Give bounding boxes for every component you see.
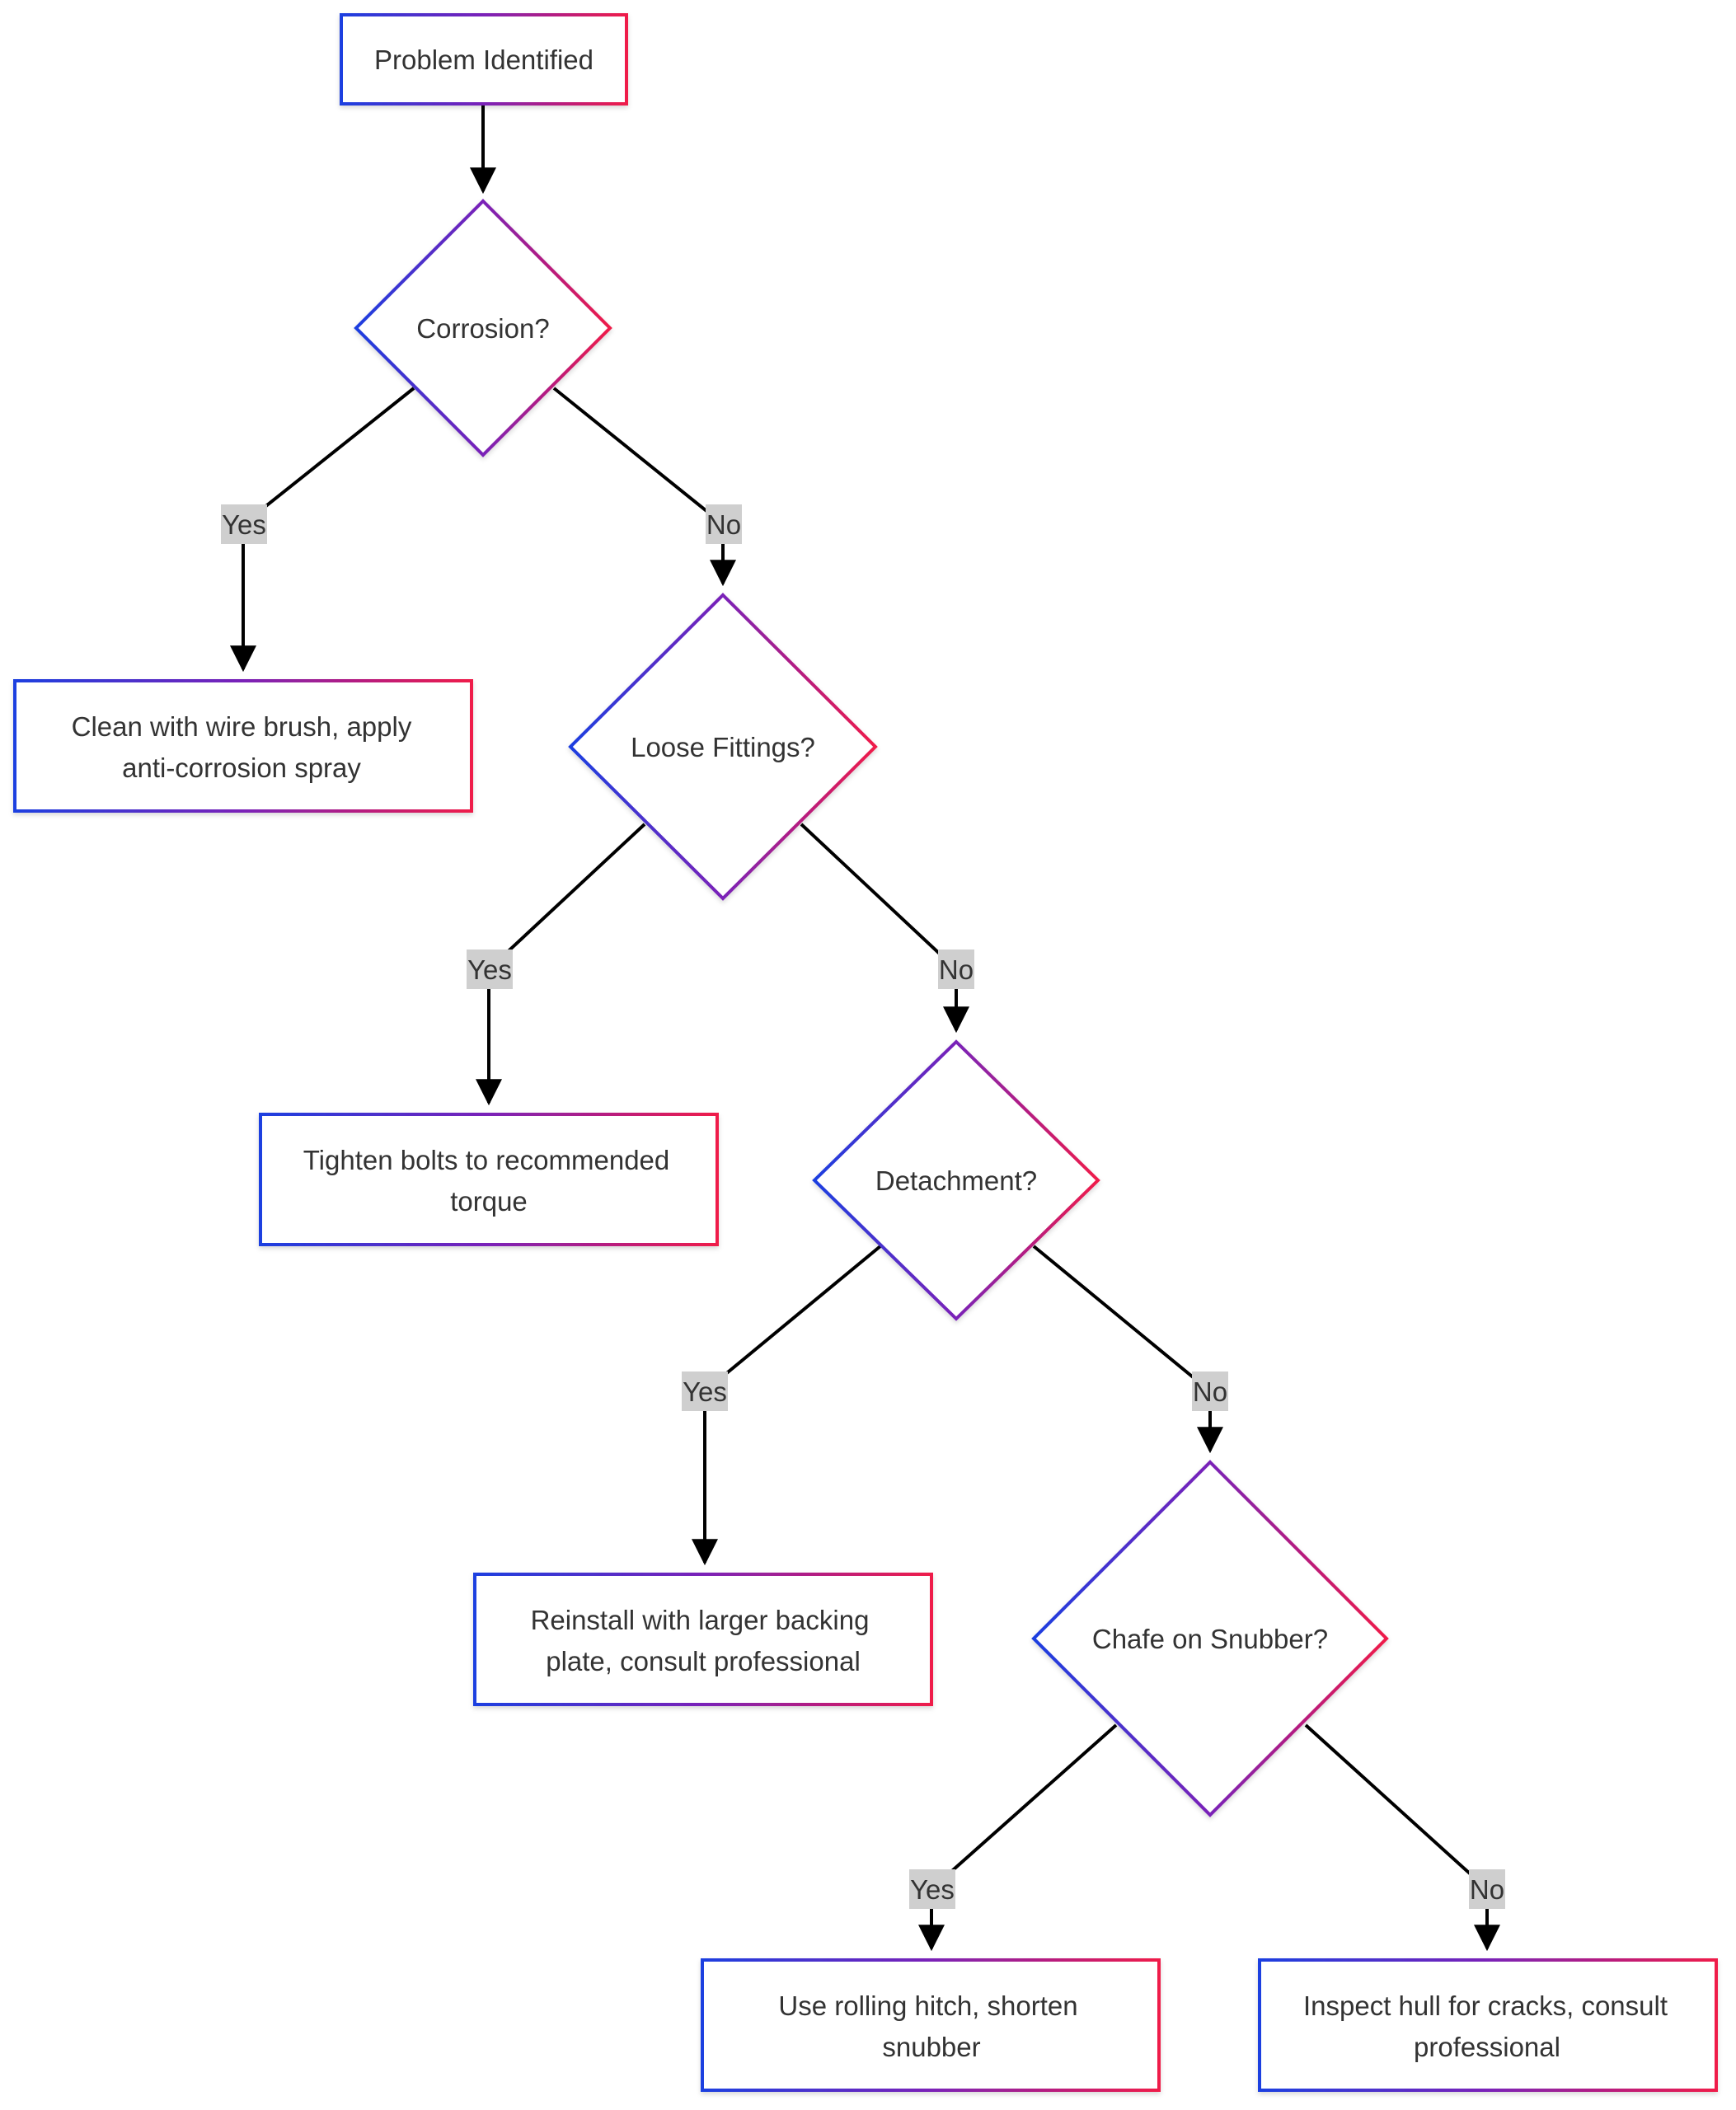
edge-label-chafe-yes: Yes (909, 1869, 955, 1909)
decision-loose-fittings[interactable]: Loose Fittings? (568, 593, 878, 901)
node-problem-identified[interactable]: Problem Identified (340, 13, 628, 106)
edge-label-loose-yes: Yes (467, 950, 513, 989)
action-reinstall[interactable]: Reinstall with larger backing plate, con… (473, 1573, 933, 1706)
action-rolling-hitch[interactable]: Use rolling hitch, shorten snubber (701, 1958, 1161, 2092)
svg-text:No: No (1193, 1376, 1227, 1407)
svg-text:Corrosion?: Corrosion? (416, 313, 549, 344)
svg-text:Yes: Yes (467, 954, 512, 985)
svg-text:Inspect hull for cracks, consu: Inspect hull for cracks, consult (1303, 1990, 1668, 2021)
edge-detach-yes (692, 1245, 882, 1566)
edge-corrosion-yes (230, 387, 415, 673)
svg-text:Yes: Yes (683, 1376, 727, 1407)
edge-label-loose-no: No (938, 950, 974, 989)
svg-text:Tighten bolts to recommended: Tighten bolts to recommended (303, 1145, 670, 1175)
svg-text:plate, consult professional: plate, consult professional (546, 1646, 861, 1676)
action-clean[interactable]: Clean with wire brush, apply anti-corros… (13, 679, 473, 813)
edge-corrosion-no (552, 387, 736, 587)
svg-text:snubber: snubber (882, 2032, 980, 2062)
svg-text:No: No (939, 954, 974, 985)
svg-text:Problem Identified: Problem Identified (374, 45, 594, 75)
edge-label-detach-yes: Yes (682, 1372, 728, 1411)
action-tighten[interactable]: Tighten bolts to recommended torque (259, 1113, 719, 1246)
edge-chafe-yes (918, 1723, 1118, 1952)
edge-loose-no (800, 823, 969, 1034)
decision-chafe-on-snubber[interactable]: Chafe on Snubber? (1031, 1460, 1389, 1817)
svg-text:professional: professional (1414, 2032, 1560, 2062)
edge-label-corrosion-yes: Yes (221, 504, 267, 544)
svg-text:Chafe on Snubber?: Chafe on Snubber? (1092, 1624, 1328, 1654)
svg-text:Use rolling hitch, shorten: Use rolling hitch, shorten (778, 1990, 1077, 2021)
edge-label-corrosion-no: No (706, 504, 742, 544)
svg-text:Reinstall with larger backing: Reinstall with larger backing (531, 1605, 870, 1635)
nodes: Problem Identified Corrosion? Clean with… (13, 13, 1718, 2092)
decision-detachment[interactable]: Detachment? (812, 1039, 1100, 1321)
edge-chafe-no (1304, 1723, 1500, 1952)
edge-detach-no (1032, 1245, 1223, 1454)
edge-labels: Yes No Yes No Yes No Yes No (221, 504, 1505, 1909)
action-inspect-hull[interactable]: Inspect hull for cracks, consult profess… (1258, 1958, 1718, 2092)
svg-text:Yes: Yes (222, 509, 266, 540)
decision-corrosion[interactable]: Corrosion? (354, 199, 612, 457)
svg-text:Detachment?: Detachment? (875, 1165, 1037, 1196)
svg-text:Clean with wire brush, apply: Clean with wire brush, apply (72, 711, 412, 742)
svg-text:No: No (706, 509, 741, 540)
svg-text:Loose Fittings?: Loose Fittings? (631, 732, 815, 762)
edge-label-chafe-no: No (1469, 1869, 1505, 1909)
svg-text:anti-corrosion spray: anti-corrosion spray (122, 753, 361, 783)
svg-text:Yes: Yes (910, 1874, 955, 1905)
edge-label-detach-no: No (1192, 1372, 1228, 1411)
svg-text:No: No (1470, 1874, 1504, 1905)
svg-text:torque: torque (450, 1186, 528, 1217)
